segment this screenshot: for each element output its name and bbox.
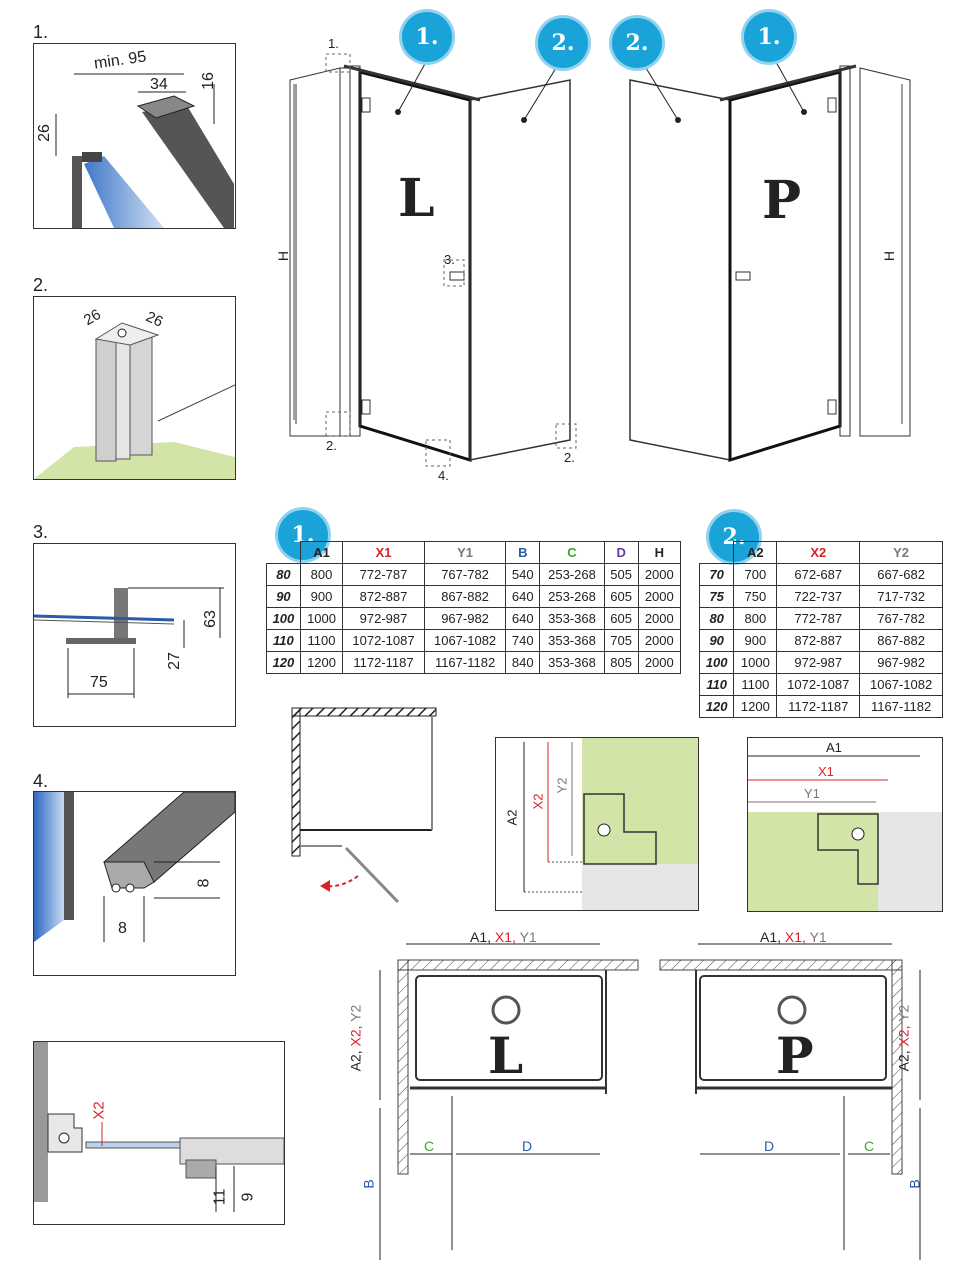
detail-3-27: 27: [165, 652, 183, 670]
plan-left-side-dim: A2, X2, Y2: [347, 1005, 363, 1072]
table1-header: A1 X1 Y1 B C D H: [267, 541, 682, 564]
plan-right-a2: A2,: [895, 1050, 912, 1072]
plan-right-a1: A1,: [760, 929, 782, 945]
detail-4-8h: 8: [118, 920, 127, 937]
measure-box-2: A1 X1 Y1: [747, 737, 943, 912]
plan-left-top-dim: A1, X1, Y1: [470, 929, 537, 945]
measure-x1: X1: [818, 764, 834, 779]
callout-4: 4.: [438, 468, 449, 483]
detail-3-75: 75: [90, 674, 108, 691]
door-swing-drawing: [291, 707, 437, 904]
measure-y1: Y1: [804, 786, 820, 801]
callout-1: 1.: [328, 36, 339, 51]
left-h-label: H: [275, 250, 292, 262]
right-badge-1: 1.: [744, 12, 794, 62]
detail-5-x2: X2: [90, 1101, 108, 1120]
detail-3-box: 75 63 27: [33, 543, 236, 727]
plan-right-b: B: [906, 1179, 923, 1189]
right-elevation: [629, 61, 911, 463]
detail-2-box: 26 26: [33, 296, 236, 480]
plan-right-d: D: [764, 1138, 775, 1154]
plan-left-letter: L: [488, 1026, 524, 1085]
detail-1-16: 16: [199, 72, 217, 90]
detail-4-8v: 8: [195, 878, 213, 888]
detail-1-26: 26: [35, 124, 53, 142]
callout-2b: 2.: [564, 450, 575, 465]
left-badge-1: 1.: [402, 12, 452, 62]
measure-y2: Y2: [554, 777, 570, 794]
detail-3-drawing: [34, 587, 224, 698]
elevations-drawing: [289, 53, 911, 467]
detail-1-34: 34: [150, 76, 168, 93]
detail-5-11: 11: [211, 1188, 229, 1206]
detail-5-drawing: [34, 1042, 284, 1212]
left-badge-2: 2.: [538, 18, 588, 68]
floor-plans-drawing: [379, 943, 921, 1260]
detail-3-number: 3.: [33, 522, 49, 542]
plan-right-letter: P: [776, 1026, 814, 1085]
detail-5-9: 9: [239, 1192, 257, 1202]
plan-left-y1: Y1: [519, 929, 537, 945]
left-elevation: [289, 53, 577, 467]
measure-x2: X2: [530, 793, 546, 810]
plan-left-a1: A1,: [470, 929, 492, 945]
plan-right-top-dim: A1, X1, Y1: [760, 929, 827, 945]
detail-4-number: 4.: [33, 771, 49, 791]
detail-2-number: 2.: [33, 275, 49, 295]
plan-left-a2: A2,: [347, 1050, 364, 1072]
plan-right-x2: X2,: [895, 1025, 912, 1047]
plan-left-y2: Y2: [347, 1004, 364, 1022]
measure-a1: A1: [826, 740, 842, 755]
detail-3-63: 63: [201, 610, 219, 628]
plan-left-x2: X2,: [347, 1025, 364, 1047]
measure-box-1: A2 X2 Y2: [495, 737, 699, 911]
measure-box-2-drawing: [748, 755, 942, 911]
detail-4-box: 8 8: [33, 791, 236, 976]
detail-1-box: min. 95 34 16 26: [33, 43, 236, 229]
callout-2a: 2.: [326, 438, 337, 453]
table2-header: A2 X2 Y2: [700, 541, 943, 564]
plan-left-c: C: [424, 1138, 435, 1154]
plan-right-y2: Y2: [895, 1004, 912, 1022]
measure-a2: A2: [504, 809, 520, 826]
plan-left-x1: X1,: [494, 929, 516, 945]
plan-right-x1: X1,: [784, 929, 806, 945]
detail-1-drawing: [55, 73, 234, 228]
plan-right-side-dim: A2, X2, Y2: [895, 1005, 911, 1072]
right-badge-2: 2.: [612, 18, 662, 68]
plan-right-y1: Y1: [809, 929, 827, 945]
measure-box-1-drawing: [523, 738, 698, 910]
plan-left-d: D: [522, 1138, 533, 1154]
plan-left-b: B: [360, 1179, 377, 1189]
detail-1-number: 1.: [33, 22, 49, 42]
right-h-label: H: [881, 250, 898, 262]
detail-2-drawing: [34, 322, 235, 479]
right-letter: P: [762, 170, 802, 231]
left-letter: L: [398, 168, 435, 229]
detail-4-drawing: [34, 792, 235, 942]
detail-5-box: X2 11 9: [33, 1041, 285, 1225]
plan-right-c: C: [864, 1138, 875, 1154]
callout-3: 3.: [444, 252, 455, 267]
